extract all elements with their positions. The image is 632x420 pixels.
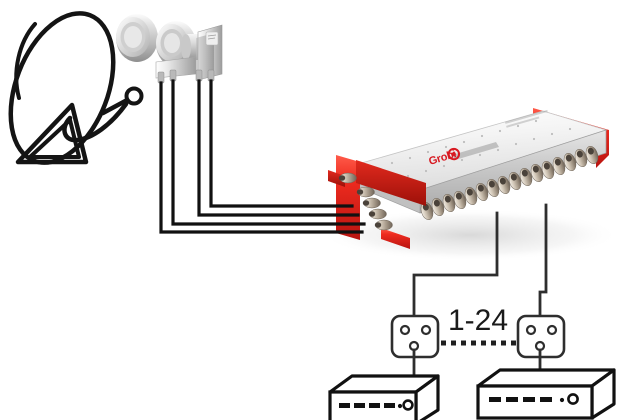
wall-outlet-left-port-sat — [399, 324, 411, 336]
dish-stand-outer — [15, 102, 89, 165]
dish-reflector-outline — [8, 11, 116, 165]
dish-stand-inner — [28, 118, 81, 159]
cables-multiswitch-to-outlets — [412, 203, 548, 318]
receiver-left[interactable] — [328, 374, 440, 420]
output-port — [453, 190, 467, 210]
output-port — [431, 197, 445, 217]
input-port — [356, 186, 375, 198]
lnb-port-2 — [169, 69, 177, 82]
lnb-neck-collar — [181, 34, 191, 60]
lnb-label-line-2 — [207, 37, 216, 40]
output-port — [541, 160, 555, 180]
receiver-left-power-button[interactable] — [402, 399, 414, 411]
lnb-output-ports — [157, 69, 215, 84]
dish-rim-inner — [14, 22, 37, 100]
multiswitch: Grobi — [320, 108, 620, 261]
receiver-right-led — [559, 397, 565, 403]
multiswitch-shadow — [320, 209, 620, 261]
output-port — [530, 163, 544, 183]
multiswitch-output-ports — [420, 145, 599, 221]
cables-lnb-to-multiswitch — [159, 79, 366, 234]
wall-outlet-right[interactable] — [516, 314, 566, 359]
lnb-horn-front-bore — [164, 33, 180, 53]
multiswitch-foot-rear — [328, 170, 345, 187]
receiver-left-display — [339, 403, 395, 408]
output-port — [497, 175, 511, 195]
input-port — [374, 219, 393, 231]
output-port — [585, 145, 599, 165]
input-port — [362, 197, 381, 209]
cable-lnb-2 — [171, 79, 366, 226]
multiswitch-input-ports — [338, 172, 393, 231]
output-port — [552, 156, 566, 176]
quad-lnb — [116, 14, 223, 84]
output-port — [475, 182, 489, 202]
wall-outlet-left-port-radio — [420, 324, 432, 336]
receiver-right-display — [489, 397, 552, 402]
input-port — [338, 172, 357, 184]
receiver-right-power-button[interactable] — [567, 393, 579, 405]
multiswitch-foot-left — [381, 228, 410, 249]
cable-lnb-4 — [209, 79, 354, 208]
dish-feed-node — [124, 86, 144, 106]
receiver-right[interactable] — [476, 368, 616, 420]
multiswitch-bracket-left-rail — [356, 160, 426, 206]
lnb-label-line-1 — [207, 34, 217, 37]
lnb-port-3 — [195, 69, 203, 82]
cables-outlet-to-receiver — [412, 348, 542, 380]
output-port — [563, 152, 577, 172]
lnb-port-1 — [157, 71, 165, 84]
multiswitch-vent-dots — [390, 119, 572, 178]
multiswitch-model-text — [505, 109, 548, 128]
receiver-left-led — [397, 403, 403, 409]
output-port — [464, 186, 478, 206]
multiswitch-label-strip — [452, 142, 499, 160]
outlet-range-label: 1-24 — [448, 304, 508, 337]
input-port — [368, 208, 387, 220]
output-port — [574, 148, 588, 168]
wall-outlet-left[interactable] — [390, 314, 440, 359]
output-port — [442, 193, 456, 213]
cable-outlet-right — [538, 203, 548, 318]
cable-outlet-left — [412, 211, 499, 318]
lnb-horn-rear-bore — [124, 26, 142, 48]
wall-outlet-right-port-sat — [525, 324, 537, 336]
cable-lnb-1 — [159, 81, 364, 234]
receiver-left-side — [414, 374, 440, 420]
output-port — [519, 167, 533, 187]
wall-outlet-right-port-radio — [546, 324, 558, 336]
satellite-dish — [8, 11, 144, 165]
cable-lnb-3 — [197, 79, 360, 217]
lnb-port-4 — [207, 69, 215, 82]
output-port — [508, 171, 522, 191]
